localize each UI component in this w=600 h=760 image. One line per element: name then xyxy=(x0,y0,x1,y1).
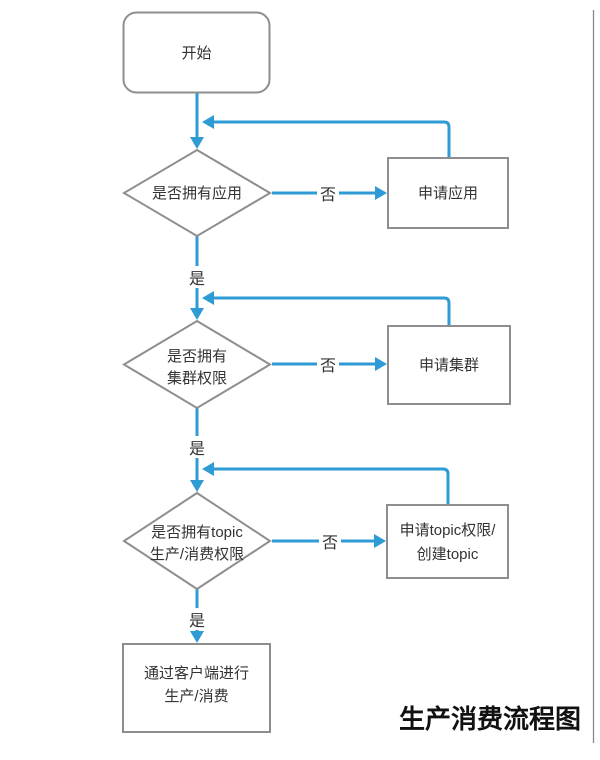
label-bg xyxy=(317,353,339,375)
node-check-topic-diamond xyxy=(122,491,272,591)
node-end-label-line1: 通过客户端进行 xyxy=(144,665,249,682)
node-check-app-diamond xyxy=(122,148,272,238)
arrowhead-right-icon xyxy=(375,186,387,200)
node-end xyxy=(122,643,271,733)
node-check-cluster-diamond xyxy=(122,319,272,410)
edge-apply-cluster-feedback xyxy=(213,296,451,326)
edge-label-no-3: 否 xyxy=(322,535,338,552)
node-check-topic-label-line1: 是否拥有topic xyxy=(151,524,243,541)
arrowhead-down-icon xyxy=(190,137,204,149)
arrowhead-left-icon xyxy=(202,291,214,305)
node-apply-app xyxy=(387,157,509,229)
arrowhead-down-icon xyxy=(190,480,204,492)
edge-apply-topic-feedback xyxy=(213,467,450,505)
node-end-label-line2: 生产/消费 xyxy=(164,688,228,705)
edge-label-yes-1: 是 xyxy=(189,271,205,288)
arrowhead-down-icon xyxy=(190,631,204,643)
arrowhead-right-icon xyxy=(375,357,387,371)
node-check-app-label: 是否拥有应用 xyxy=(152,184,242,202)
edge-label-no-2: 否 xyxy=(320,358,336,375)
node-apply-topic xyxy=(386,504,509,579)
arrowhead-right-icon xyxy=(374,534,386,548)
arrowhead-down-icon xyxy=(190,308,204,320)
node-apply-cluster-label: 申请集群 xyxy=(419,357,479,374)
edge-label-no-1: 否 xyxy=(320,187,336,204)
node-apply-app-label: 申请应用 xyxy=(418,184,478,202)
node-start xyxy=(122,11,271,94)
label-bg xyxy=(319,530,341,552)
edge-apply-app-feedback xyxy=(213,120,451,158)
node-check-topic-label-line2: 生产/消费权限 xyxy=(150,546,244,563)
label-bg xyxy=(186,266,208,288)
node-apply-topic-label-line2: 创建topic xyxy=(417,546,479,563)
arrowhead-left-icon xyxy=(202,462,214,476)
arrowhead-left-icon xyxy=(202,115,214,129)
edge-label-yes-2: 是 xyxy=(189,441,205,458)
node-apply-topic-label-line1: 申请topic权限/ xyxy=(400,522,497,539)
label-bg xyxy=(317,182,339,204)
label-bg xyxy=(186,608,208,630)
node-apply-cluster xyxy=(387,325,511,405)
edge-label-yes-3: 是 xyxy=(189,613,205,630)
node-check-cluster-label-line2: 集群权限 xyxy=(167,370,227,387)
label-bg xyxy=(186,436,208,458)
diagram-title: 生产消费流程图 xyxy=(399,704,581,734)
node-check-cluster-label-line1: 是否拥有 xyxy=(167,348,227,365)
node-start-label: 开始 xyxy=(181,45,211,62)
